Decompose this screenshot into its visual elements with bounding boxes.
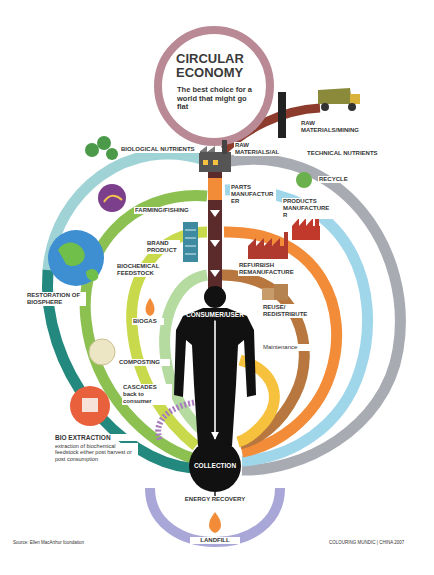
text-label: PRODUCTS MANUFACTURER — [282, 198, 334, 219]
text-label: COLOURING MUNDIC | CHINA 2007 — [328, 540, 424, 545]
trees-icon — [85, 136, 118, 160]
window-line — [185, 254, 196, 255]
text-label: REFURBISH REMANUFACTURE — [238, 262, 298, 276]
text-label: TECHNICAL NUTRIENTS — [306, 150, 386, 157]
tower-icon — [278, 92, 286, 138]
composting-icon — [89, 339, 115, 365]
flow-arrowhead — [210, 240, 220, 247]
lab-shape — [82, 398, 98, 412]
landfill-flame — [209, 512, 221, 533]
text-label: Maintenance — [262, 344, 312, 351]
text-label: RECYCLE — [318, 176, 358, 183]
person-head — [204, 286, 226, 308]
text-label: ENERGY RECOVERY — [180, 496, 250, 503]
landfill-bowl — [150, 488, 280, 542]
window-line — [185, 246, 196, 247]
window — [213, 160, 218, 165]
spine — [208, 172, 222, 302]
text-label: extraction of biochemical feedstock eith… — [54, 443, 138, 462]
text-label: PARTS MANUFACTURER — [230, 184, 276, 205]
tree — [106, 148, 118, 160]
box — [262, 288, 274, 300]
building-windows — [185, 230, 196, 254]
building-icon — [183, 222, 198, 262]
factory-body — [292, 226, 320, 240]
chimney — [284, 232, 288, 246]
text-label: BIOLOGICAL NUTRIENTS — [120, 146, 200, 153]
text-label: BIO EXTRACTION — [54, 434, 138, 441]
diagram-title: CIRCULAR ECONOMY — [176, 52, 260, 79]
consumer-figure: CONSUMER/USER — [183, 311, 247, 318]
text-label: CASCADES back to consumer — [122, 384, 172, 405]
land-shape — [86, 269, 98, 281]
person-silhouette — [174, 308, 256, 446]
spine-segment — [208, 178, 222, 200]
biogas-flame — [146, 298, 155, 316]
node-text: COLLECTION — [194, 462, 236, 469]
text-label: FARMING/FISHING — [134, 207, 198, 214]
farming-icon — [98, 184, 126, 212]
flow-band — [238, 360, 274, 442]
collection-circle: COLLECTION — [189, 440, 241, 492]
factory-roof — [292, 218, 313, 226]
wheel — [348, 103, 356, 111]
flow-band — [223, 159, 400, 470]
text-label: The best choice for a world that might g… — [176, 86, 258, 112]
refurbish-factory-icon — [248, 232, 288, 259]
flow-arrow — [214, 320, 216, 439]
box — [274, 284, 288, 300]
recycle-icon — [296, 172, 312, 188]
text-label: BRAND PRODUCT — [146, 240, 180, 254]
factory-body — [199, 152, 231, 172]
text-label: RESTORATION OF BIOSPHERE — [26, 292, 86, 306]
factory-roof — [248, 238, 280, 246]
text-label: RAW MATERIALS/MINING — [300, 120, 362, 134]
tree — [97, 136, 111, 150]
chimney — [222, 140, 227, 154]
land-shape — [58, 243, 85, 266]
bio-extraction-icon — [70, 386, 110, 426]
window — [203, 160, 208, 165]
spine-arrows — [210, 210, 220, 277]
flow-bands — [47, 108, 400, 470]
mining-truck-icon — [318, 88, 360, 111]
text-label: LANDFILL — [190, 537, 240, 544]
flow-arrowhead — [210, 210, 220, 217]
factory-icon — [199, 140, 231, 172]
cascade-band — [158, 402, 198, 440]
truck-cab — [350, 94, 360, 104]
window-line — [185, 238, 196, 239]
flow-arrowhead — [210, 270, 220, 277]
window-line — [185, 230, 196, 231]
truck-bed — [318, 88, 352, 104]
text-label: REUSE/ REDISTRIBUTE — [262, 304, 316, 318]
text-label: BIOGAS — [132, 318, 164, 325]
globe-icon — [48, 230, 104, 286]
factory-roof — [199, 146, 215, 152]
wheel — [321, 103, 329, 111]
text-label: COMPOSTING — [118, 359, 170, 366]
title-ring — [158, 30, 270, 142]
factory-body — [248, 246, 288, 259]
text-label: RAW MATERIALS/AL — [234, 142, 286, 156]
tree — [85, 143, 99, 157]
node-text: CONSUMER/USER — [183, 311, 247, 318]
text-label: Source: Ellen MacArthur foundation — [12, 540, 132, 545]
fish-shape — [104, 196, 122, 202]
boxes-icon — [262, 284, 288, 300]
text-label: BIOCHEMICAL FEEDSTOCK — [116, 263, 170, 277]
